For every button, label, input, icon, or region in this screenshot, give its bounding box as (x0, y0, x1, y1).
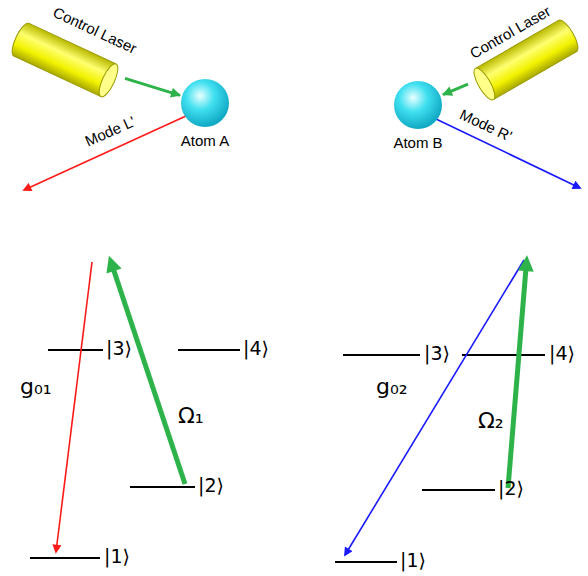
control-laser: Control Laser (468, 18, 584, 102)
laser-beam (125, 78, 180, 95)
energy-levels (30, 350, 545, 562)
atom-node: Atom B (393, 80, 443, 130)
level-label: |2⟩ (498, 479, 524, 498)
level-label: |4⟩ (243, 339, 269, 358)
atom-label: Atom B (393, 135, 442, 150)
control-laser: Control Laser (5, 20, 125, 100)
level-label: |4⟩ (549, 344, 575, 363)
mode-label: Mode L' (83, 113, 137, 148)
atom-label: Atom A (181, 133, 229, 148)
cavity-transition (345, 260, 524, 555)
mode-label: Mode R' (458, 106, 515, 143)
level-label: |1⟩ (104, 547, 130, 566)
rabi-label: Ω₁ (178, 405, 204, 427)
rabi-label: Ω₂ (478, 410, 504, 432)
pump-transition (113, 268, 185, 484)
coupling-label: g₀₁ (20, 376, 52, 398)
cavity-transition (56, 262, 92, 552)
coupling-label: g₀₂ (376, 376, 408, 398)
atom-node: Atom A (180, 78, 230, 128)
level-label: |1⟩ (400, 551, 426, 570)
level-label: |2⟩ (198, 476, 224, 495)
atom-sphere (393, 80, 443, 130)
laser-beam (443, 84, 468, 94)
level-label: |3⟩ (424, 344, 450, 363)
atom-sphere (180, 78, 230, 128)
pump-transition (508, 268, 526, 488)
level-label: |3⟩ (106, 339, 132, 358)
